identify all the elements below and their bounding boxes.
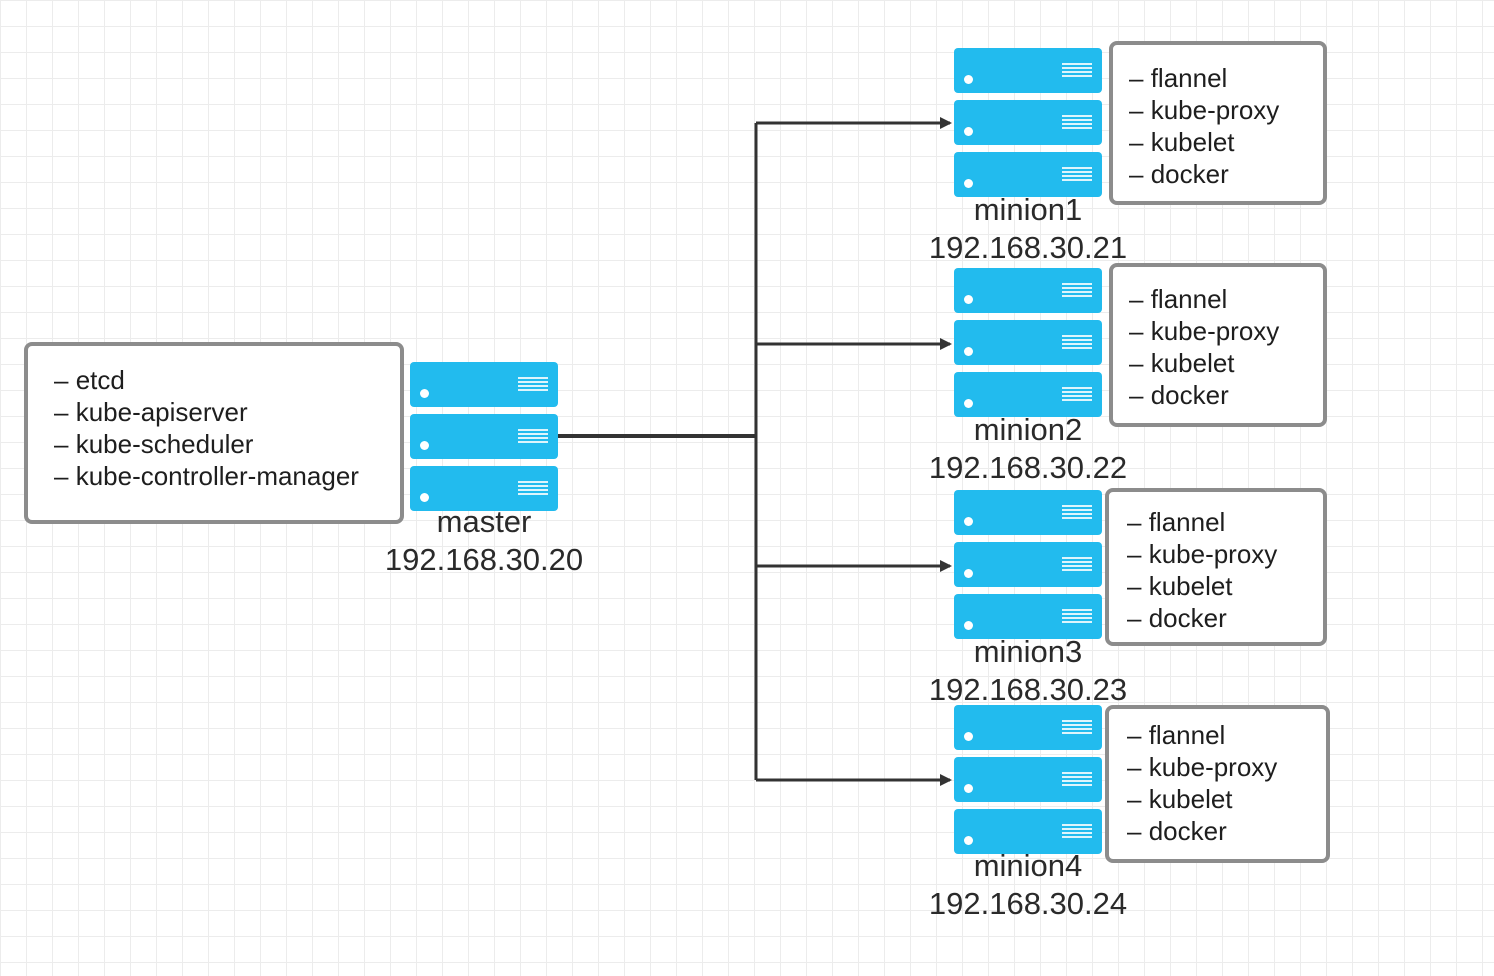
- server-unit: [954, 542, 1102, 587]
- minion2-ip-label: 192.168.30.22: [928, 450, 1128, 485]
- server-unit: [410, 466, 558, 511]
- server-unit: [954, 490, 1102, 535]
- minion3-server-icon: [954, 490, 1102, 646]
- component-item: flannel: [1129, 283, 1323, 315]
- minion1-server-icon: [954, 48, 1102, 204]
- server-unit: [954, 757, 1102, 802]
- component-item: kube-apiserver: [54, 396, 400, 428]
- component-item: kube-proxy: [1129, 315, 1323, 347]
- minion2-name-label: minion2: [973, 412, 1083, 447]
- component-item: kubelet: [1129, 347, 1323, 379]
- minion2-server-icon: [954, 268, 1102, 424]
- component-item: kube-controller-manager: [54, 460, 400, 492]
- master-ip-label: 192.168.30.20: [384, 542, 584, 577]
- component-item: flannel: [1127, 719, 1326, 751]
- minion3-components-box: flannel kube-proxy kubelet docker: [1105, 488, 1327, 646]
- server-unit: [954, 809, 1102, 854]
- component-item: kubelet: [1127, 570, 1323, 602]
- component-item: flannel: [1127, 506, 1323, 538]
- master-server-icon: [410, 362, 558, 518]
- server-unit: [954, 268, 1102, 313]
- minion4-ip-label: 192.168.30.24: [928, 886, 1128, 921]
- component-item: flannel: [1129, 62, 1323, 94]
- master-name-label: master: [436, 504, 532, 539]
- server-unit: [954, 705, 1102, 750]
- server-unit: [954, 48, 1102, 93]
- minion4-components-box: flannel kube-proxy kubelet docker: [1105, 705, 1330, 863]
- component-item: etcd: [54, 364, 400, 396]
- minion1-name-label: minion1: [973, 192, 1083, 227]
- server-unit: [954, 594, 1102, 639]
- server-unit: [954, 100, 1102, 145]
- server-unit: [954, 320, 1102, 365]
- minion1-ip-label: 192.168.30.21: [928, 230, 1128, 265]
- component-item: kubelet: [1127, 783, 1326, 815]
- server-unit: [954, 372, 1102, 417]
- server-unit: [410, 414, 558, 459]
- component-item: docker: [1129, 379, 1323, 411]
- minion3-ip-label: 192.168.30.23: [928, 672, 1128, 707]
- component-item: kube-scheduler: [54, 428, 400, 460]
- component-item: docker: [1129, 158, 1323, 190]
- component-item: kube-proxy: [1127, 538, 1323, 570]
- component-item: docker: [1127, 602, 1323, 634]
- minion2-components-box: flannel kube-proxy kubelet docker: [1109, 263, 1327, 427]
- master-components-box: etcd kube-apiserver kube-scheduler kube-…: [24, 342, 404, 524]
- component-item: kube-proxy: [1129, 94, 1323, 126]
- minion3-name-label: minion3: [973, 634, 1083, 669]
- minion1-components-box: flannel kube-proxy kubelet docker: [1109, 41, 1327, 205]
- server-unit: [410, 362, 558, 407]
- component-item: kube-proxy: [1127, 751, 1326, 783]
- minion4-server-icon: [954, 705, 1102, 861]
- component-item: kubelet: [1129, 126, 1323, 158]
- server-unit: [954, 152, 1102, 197]
- minion4-name-label: minion4: [973, 848, 1083, 883]
- component-item: docker: [1127, 815, 1326, 847]
